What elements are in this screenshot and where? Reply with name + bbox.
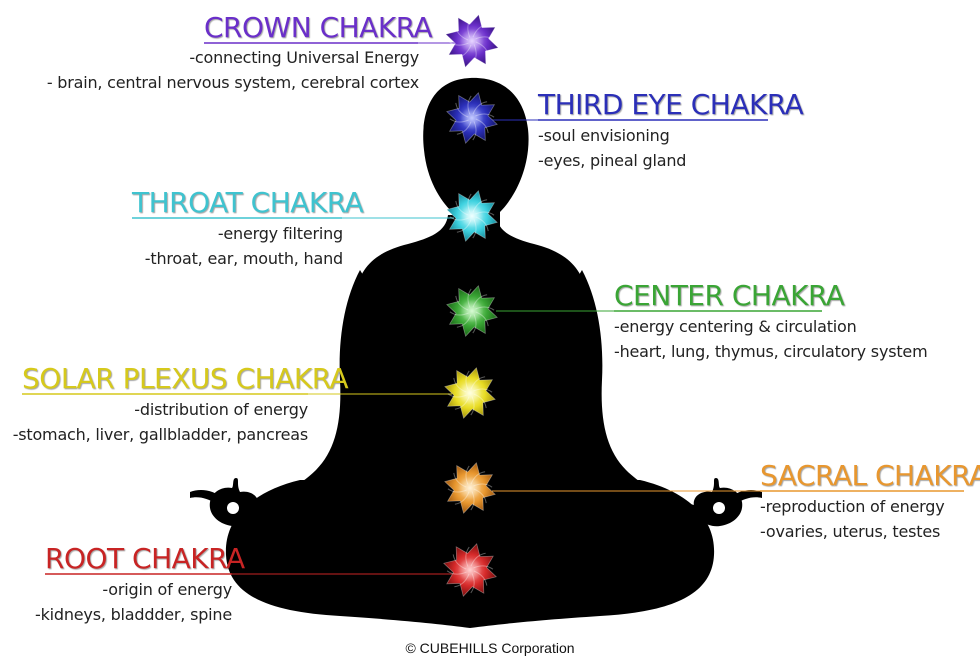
silhouette <box>190 77 762 628</box>
root-chakra-line1: -origin of energy <box>102 580 232 599</box>
crown-chakra-line2: - brain, central nervous system, cerebra… <box>46 73 419 92</box>
throat-chakra-flower-icon <box>446 190 498 242</box>
sacral-chakra-line1: -reproduction of energy <box>760 497 945 516</box>
center-chakra-flower-icon <box>446 285 498 337</box>
throat-chakra-line1: -energy filtering <box>217 224 343 243</box>
throat-chakra-title: THROAT CHAKRA <box>132 186 364 219</box>
left-mudra-gap <box>227 502 239 514</box>
center-chakra-line1: -energy centering & circulation <box>614 317 857 336</box>
third-eye-chakra-flower-icon <box>446 92 498 144</box>
third-eye-chakra-line1: -soul envisioning <box>538 126 670 145</box>
sacral-chakra-flower-icon <box>444 462 496 514</box>
solar-plexus-chakra-line2: -stomach, liver, gallbladder, pancreas <box>12 425 309 444</box>
solar-plexus-chakra-flower-icon <box>444 367 496 419</box>
crown-chakra-flower-icon <box>445 14 499 68</box>
right-mudra-gap <box>713 502 725 514</box>
solar-plexus-chakra-line1: -distribution of energy <box>134 400 308 419</box>
crown-chakra-line1: -connecting Universal Energy <box>189 48 419 67</box>
throat-chakra-line2: -throat, ear, mouth, hand <box>144 249 343 268</box>
third-eye-chakra-title: THIRD EYE CHAKRA <box>538 88 804 121</box>
center-chakra-title: CENTER CHAKRA <box>614 279 845 312</box>
sacral-chakra-title: SACRAL CHAKRA <box>760 459 980 492</box>
title-underlines <box>22 42 964 575</box>
crown-chakra-title: CROWN CHAKRA <box>204 11 433 44</box>
root-chakra-line2: -kidneys, bladdder, spine <box>35 605 232 624</box>
third-eye-chakra-line2: -eyes, pineal gland <box>538 151 687 170</box>
sacral-chakra-line2: -ovaries, uterus, testes <box>760 522 941 541</box>
copyright-notice: © CUBEHILLS Corporation <box>405 640 575 656</box>
root-chakra-flower-icon <box>443 543 497 597</box>
solar-plexus-chakra-title: SOLAR PLEXUS CHAKRA <box>22 362 349 395</box>
root-chakra-title: ROOT CHAKRA <box>45 542 245 575</box>
center-chakra-line2: -heart, lung, thymus, circulatory system <box>614 342 928 361</box>
